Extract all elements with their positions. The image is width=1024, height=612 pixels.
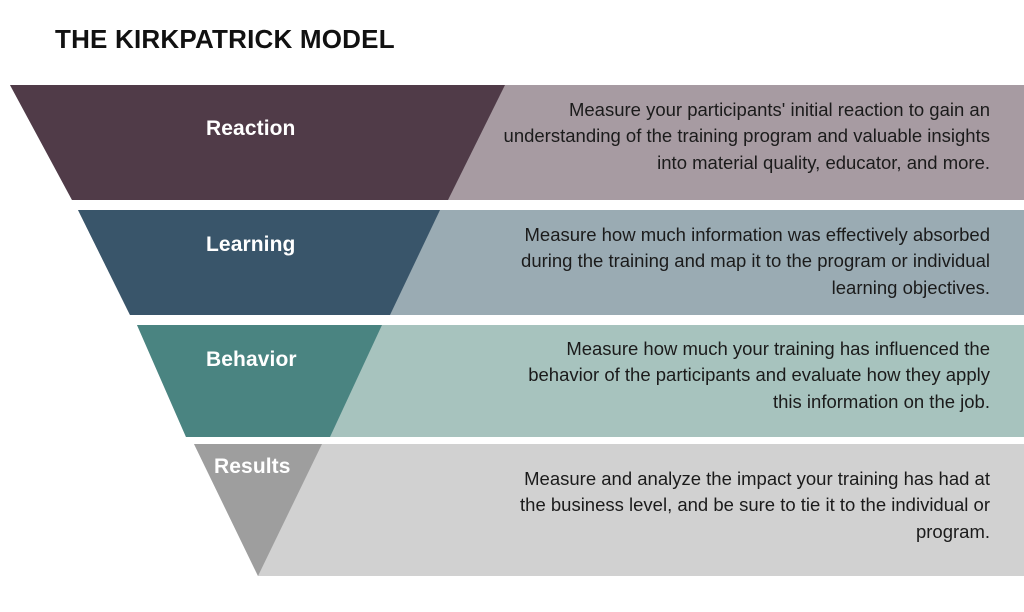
level-description-results: Measure and analyze the impact your trai… (520, 468, 990, 542)
level-description-learning: Measure how much information was effecti… (521, 224, 990, 298)
funnel-level-3-shape (137, 325, 1024, 437)
level-label-reaction: Reaction (206, 117, 296, 140)
level-2-dark-band (78, 210, 440, 315)
funnel-level-reaction (0, 85, 1024, 200)
level-4-dark-band (194, 444, 322, 576)
level-label-learning: Learning (206, 233, 296, 256)
page-title: THE KIRKPATRICK MODEL (55, 24, 395, 54)
level-4-light-band (194, 444, 1024, 576)
funnel-level-4-shape (194, 444, 1024, 576)
level-3-dark-band (137, 325, 382, 437)
funnel-level-2-shape (78, 210, 1024, 315)
funnel-level-results (0, 444, 1024, 576)
level-label-results: Results (214, 455, 291, 478)
funnel-level-learning (0, 210, 1024, 315)
level-description-behavior: Measure how much your training has influ… (528, 338, 990, 412)
level-label-behavior: Behavior (206, 348, 297, 371)
level-description-reaction: Measure your participants' initial react… (503, 99, 990, 173)
funnel-level-1-shape (10, 85, 1024, 200)
level-1-dark-band (10, 85, 505, 200)
funnel-level-behavior (0, 325, 1024, 437)
